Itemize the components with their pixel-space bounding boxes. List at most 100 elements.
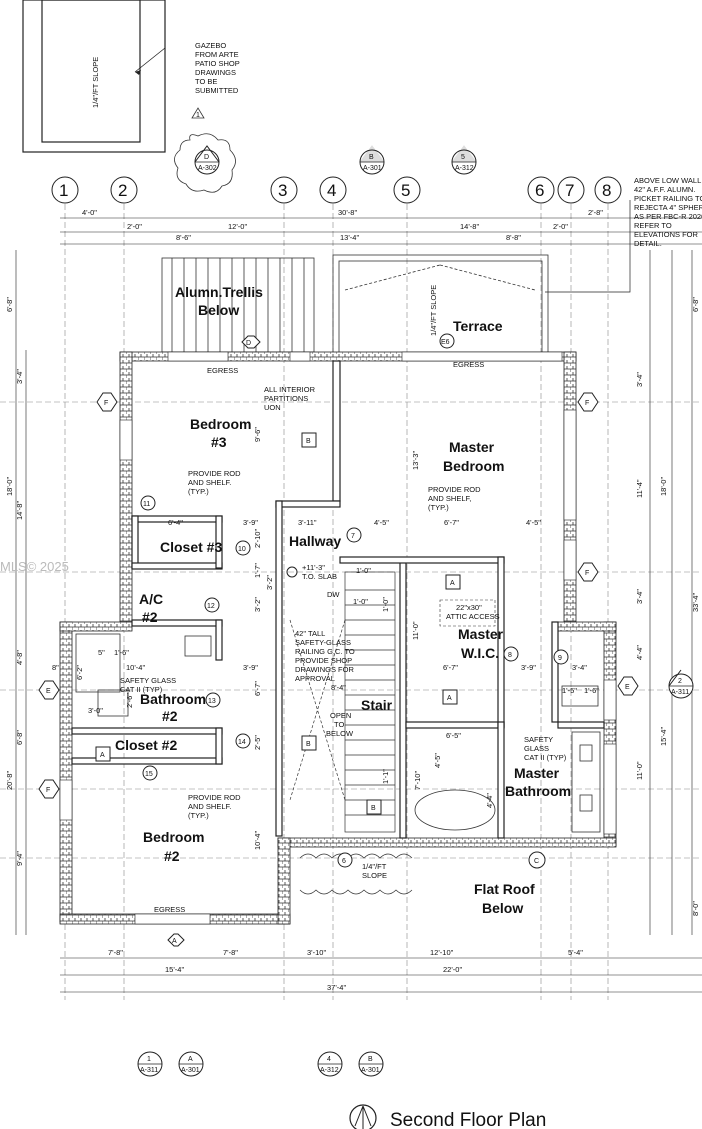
svg-text:1'-6": 1'-6" <box>584 686 599 695</box>
ac-number: #2 <box>142 609 158 625</box>
svg-text:T.O. SLAB: T.O. SLAB <box>302 572 337 581</box>
svg-text:12: 12 <box>207 603 215 610</box>
svg-text:(TYP.): (TYP.) <box>428 503 449 512</box>
svg-text:UON: UON <box>264 403 281 412</box>
svg-text:D: D <box>246 340 251 347</box>
svg-text:3'-10": 3'-10" <box>307 948 326 957</box>
svg-text:14'-8": 14'-8" <box>15 501 24 520</box>
master-wic-label: Master <box>458 626 504 642</box>
svg-text:ABOVE LOW WALL: ABOVE LOW WALL <box>634 176 701 185</box>
svg-text:6'-8": 6'-8" <box>5 297 14 312</box>
svg-text:3: 3 <box>278 181 287 200</box>
svg-text:2'-8": 2'-8" <box>588 208 603 217</box>
svg-text:10'-4": 10'-4" <box>126 663 145 672</box>
svg-text:6: 6 <box>535 181 544 200</box>
gazebo-outline <box>22 0 166 153</box>
svg-text:4'-5": 4'-5" <box>433 753 442 768</box>
svg-text:F: F <box>585 570 589 577</box>
svg-text:4'-4": 4'-4" <box>485 793 494 808</box>
hallway-label: Hallway <box>289 533 341 549</box>
svg-text:OPEN: OPEN <box>330 711 351 720</box>
bathroom2-number: #2 <box>162 708 178 724</box>
svg-text:A-311: A-311 <box>671 689 689 696</box>
svg-text:6'-5": 6'-5" <box>446 731 461 740</box>
svg-text:F: F <box>104 400 108 407</box>
svg-text:7: 7 <box>565 181 574 200</box>
svg-text:42" A.F.F. ALUMN.: 42" A.F.F. ALUMN. <box>634 185 695 194</box>
svg-text:REFER TO: REFER TO <box>634 221 672 230</box>
svg-text:TO BE: TO BE <box>195 77 217 86</box>
top-dimension-text: 4'-0" 30'-8" 2'-8" 2'-0" 12'-0" 14'-8" 2… <box>82 208 603 242</box>
svg-text:30'-8": 30'-8" <box>338 208 357 217</box>
svg-text:15'-4": 15'-4" <box>659 727 668 746</box>
master-bath-label-2: Bathroom <box>505 783 571 799</box>
svg-text:DRAWINGS FOR: DRAWINGS FOR <box>295 665 354 674</box>
rod-shelf-note-bedroom2: PROVIDE ROD AND SHELF. (TYP.) <box>188 793 241 820</box>
svg-text:8": 8" <box>52 663 59 672</box>
attic-access-note: 22"x30" ATTIC ACCESS <box>439 599 500 627</box>
svg-text:A-302: A-302 <box>198 165 217 172</box>
svg-text:11'-0": 11'-0" <box>635 761 644 780</box>
bath-fixtures <box>75 633 601 833</box>
svg-text:4'-5": 4'-5" <box>526 518 541 527</box>
svg-text:TO: TO <box>334 720 344 729</box>
master-bath-label: Master <box>514 765 560 781</box>
section-marker-2-right: 2 A-311 <box>668 669 694 699</box>
svg-text:2'-10": 2'-10" <box>253 529 262 548</box>
trellis-label: Alumn.Trellis <box>175 284 263 300</box>
svg-text:7'-10": 7'-10" <box>413 771 422 790</box>
svg-text:AS PER FBC-R 2020: AS PER FBC-R 2020 <box>634 212 702 221</box>
svg-text:3'-4": 3'-4" <box>572 663 587 672</box>
grid-bubbles-right: F F E <box>577 392 639 696</box>
svg-text:42" TALL: 42" TALL <box>295 629 325 638</box>
svg-text:4'-5": 4'-5" <box>374 518 389 527</box>
svg-text:7'-8": 7'-8" <box>108 948 123 957</box>
bedroom2-number: #2 <box>164 848 180 864</box>
svg-text:3'-2": 3'-2" <box>265 575 274 590</box>
right-dimensions <box>649 250 693 935</box>
svg-text:1/4"/FT: 1/4"/FT <box>362 862 387 871</box>
svg-text:8'-0": 8'-0" <box>691 901 700 916</box>
svg-text:SAFETY GLASS: SAFETY GLASS <box>120 676 176 685</box>
svg-text:4: 4 <box>327 181 336 200</box>
svg-text:1'-6": 1'-6" <box>114 648 129 657</box>
svg-text:SAFETY: SAFETY <box>524 735 553 744</box>
svg-text:22"x30": 22"x30" <box>456 603 482 612</box>
svg-text:12'-0": 12'-0" <box>228 222 247 231</box>
svg-text:1'-5": 1'-5" <box>562 686 577 695</box>
window-openings <box>59 351 617 925</box>
svg-text:33'-4": 33'-4" <box>691 593 700 612</box>
svg-text:5": 5" <box>98 648 105 657</box>
svg-text:AND SHELF.: AND SHELF. <box>188 478 231 487</box>
svg-text:6'-2": 6'-2" <box>75 665 84 680</box>
svg-text:13'-4": 13'-4" <box>340 233 359 242</box>
svg-text:2'-5": 2'-5" <box>253 735 262 750</box>
revision-cloud: 1 <box>174 107 236 193</box>
svg-text:B: B <box>369 154 374 161</box>
svg-text:1'-0": 1'-0" <box>353 597 368 606</box>
svg-text:3'-4": 3'-4" <box>635 372 644 387</box>
svg-text:A-312: A-312 <box>320 1067 339 1074</box>
svg-text:E: E <box>625 684 630 691</box>
svg-text:A: A <box>100 752 105 759</box>
svg-text:A: A <box>188 1056 193 1063</box>
svg-text:ALL INTERIOR: ALL INTERIOR <box>264 385 316 394</box>
master-bedroom-label: Master <box>449 439 495 455</box>
door-tags: B B A A A B A C <box>95 432 546 947</box>
svg-text:B: B <box>368 1056 373 1063</box>
svg-text:10: 10 <box>238 546 246 553</box>
above-low-wall-note: ABOVE LOW WALL 42" A.F.F. ALUMN. PICKET … <box>545 176 702 293</box>
svg-text:F: F <box>585 400 589 407</box>
svg-text:1'-0": 1'-0" <box>356 566 371 575</box>
keynote-tags: 11 10 7 12 8 9 13 14 15 6 <box>140 495 569 868</box>
grid-lines <box>0 204 702 1000</box>
svg-text:A-312: A-312 <box>455 165 474 172</box>
svg-text:6'-7": 6'-7" <box>253 681 262 696</box>
svg-text:A-301: A-301 <box>361 1067 380 1074</box>
svg-text:5: 5 <box>461 154 465 161</box>
svg-text:4'-4": 4'-4" <box>635 645 644 660</box>
terrace-door-tag: E6 <box>439 333 455 349</box>
section-marker-5: 5 A-312 <box>451 145 477 175</box>
svg-text:A-301: A-301 <box>181 1067 200 1074</box>
